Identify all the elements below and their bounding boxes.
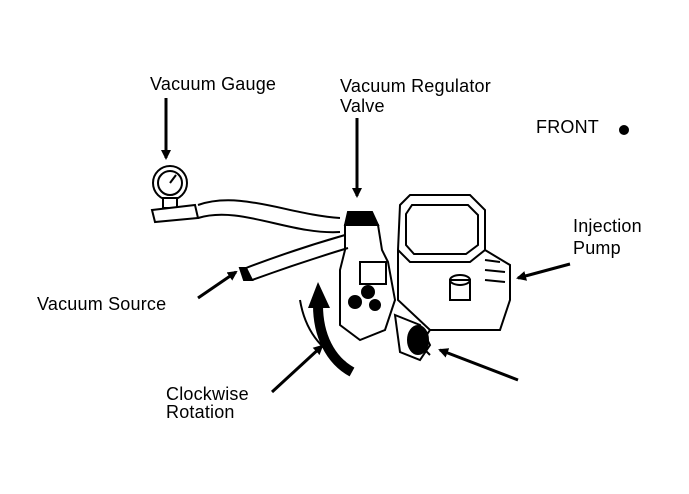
label-front: FRONT	[536, 117, 599, 137]
clockwise-rotation-arrow	[299, 282, 355, 377]
label-vacuum-regulator-line2: Valve	[340, 96, 385, 116]
label-injection-pump-line1: Injection	[573, 216, 642, 236]
label-injection-pump-line2: Pump	[573, 238, 621, 258]
vacuum-gauge-device	[150, 165, 200, 224]
arrow-clockwise-rotation	[270, 344, 324, 394]
vacuum-regulator-valve	[339, 211, 432, 362]
vacuum-hoses	[197, 199, 349, 281]
arrow-adjustment-screw	[438, 348, 519, 382]
label-vacuum-regulator-line1: Vacuum Regulator	[340, 76, 491, 96]
arrow-injection-pump	[516, 262, 571, 281]
leader-arrows	[161, 98, 571, 394]
label-clockwise-rotation-line2: Rotation	[166, 402, 235, 422]
label-vacuum-source: Vacuum Source	[37, 294, 167, 314]
label-vacuum-gauge: Vacuum Gauge	[150, 74, 277, 94]
label-clockwise-rotation-line1: Clockwise	[166, 384, 249, 404]
front-indicator-dot	[619, 125, 629, 135]
arrow-vacuum-source	[197, 270, 238, 300]
